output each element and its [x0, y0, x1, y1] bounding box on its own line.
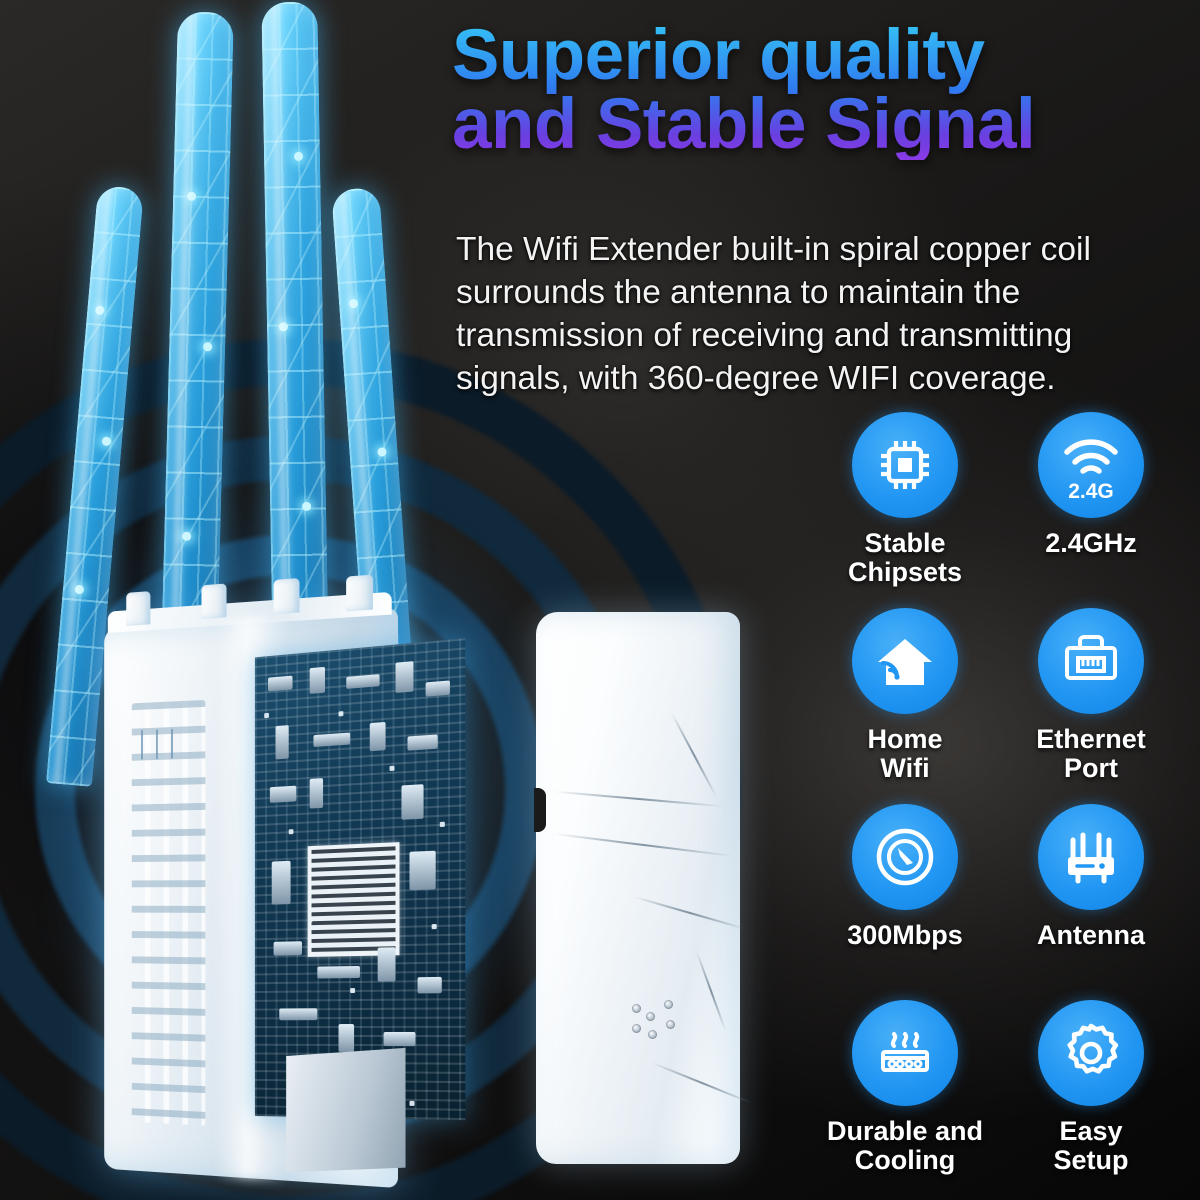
feature-home-wifi: Home Wifi	[818, 608, 992, 804]
feature-label: Stable Chipsets	[847, 528, 963, 587]
feature-label: Ethernet Port	[1036, 724, 1146, 783]
body-copy: The Wifi Extender built-in spiral copper…	[456, 230, 1091, 398]
wifi-signal-icon: 2.4G	[1038, 412, 1144, 518]
feature-24ghz: 2.4G 2.4GHz	[1004, 412, 1178, 608]
feature-antenna: Antenna	[1004, 804, 1178, 1000]
feature-label: 300Mbps	[847, 920, 963, 950]
speedometer-icon	[852, 804, 958, 910]
side-notch	[534, 788, 546, 832]
feature-stable-chipsets: Stable Chipsets	[818, 412, 992, 608]
feature-grid: Stable Chipsets 2.4G 2.4GHz	[818, 412, 1178, 1196]
antenna-base-1	[126, 591, 151, 626]
feature-label: Antenna	[1037, 920, 1145, 950]
extender-body-closed	[534, 612, 753, 1164]
antenna-base-2	[201, 583, 227, 619]
feature-300mbps: 300Mbps	[818, 804, 992, 1000]
home-wifi-icon	[852, 608, 958, 714]
chipset-icon	[852, 412, 958, 518]
antenna-base-3	[273, 578, 300, 615]
wifi-band-badge: 2.4G	[1068, 480, 1114, 503]
gear-icon	[1038, 1000, 1144, 1106]
circuit-board	[254, 638, 466, 1121]
headline: Superior quality and Stable Signal	[452, 22, 1182, 160]
feature-label: Easy Setup	[1053, 1116, 1129, 1175]
feature-easy-setup: Easy Setup	[1004, 1000, 1178, 1196]
main-chip	[307, 842, 400, 957]
cooling-vents	[131, 699, 206, 1126]
antenna-base-4	[346, 574, 373, 612]
headline-line-1: Superior quality	[452, 16, 985, 95]
circuit-board-base	[286, 1047, 406, 1173]
feature-ethernet-port: Ethernet Port	[1004, 608, 1178, 804]
feature-durable-cooling: Durable and Cooling	[818, 1000, 992, 1196]
feature-label: Durable and Cooling	[826, 1116, 984, 1175]
ethernet-port-icon	[1038, 608, 1144, 714]
headline-line-2: and Stable Signal	[452, 84, 1036, 164]
antenna-icon	[1038, 804, 1144, 910]
feature-label: 2.4GHz	[1045, 528, 1137, 558]
heat-vent-icon	[852, 1000, 958, 1106]
product-illustration	[0, 0, 800, 1200]
status-leds	[141, 728, 185, 760]
feature-label: Home Wifi	[867, 724, 943, 783]
